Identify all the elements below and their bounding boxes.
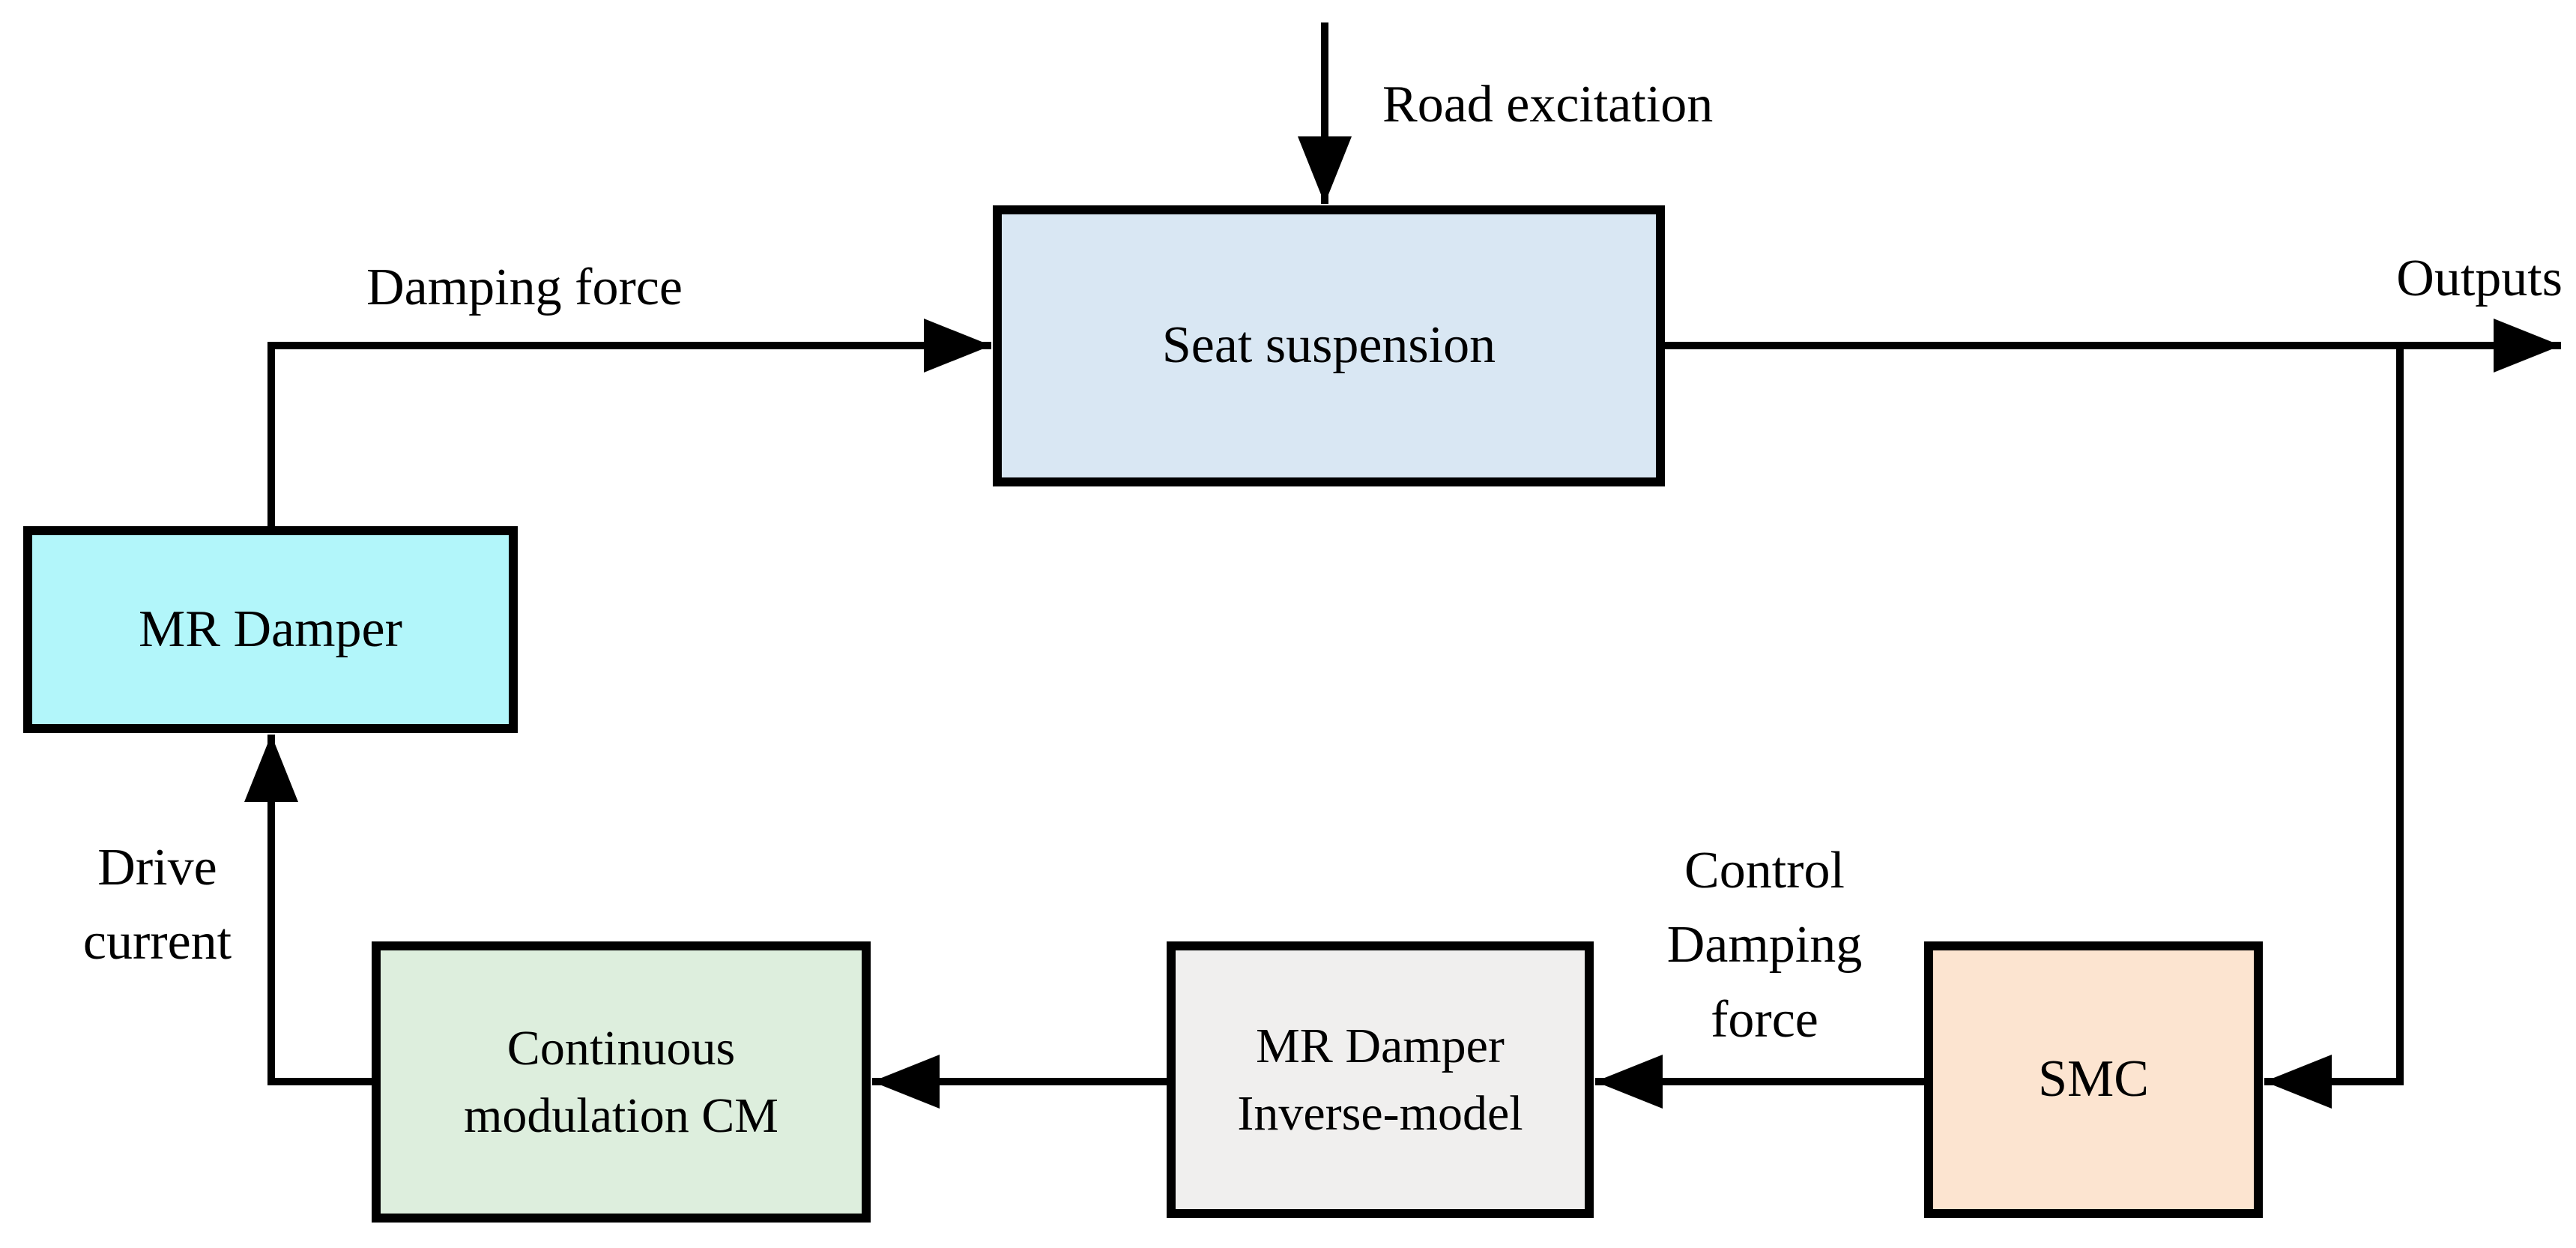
seat-suspension-block: Seat suspension xyxy=(993,205,1665,486)
drive-current-label: Drive current xyxy=(30,831,285,980)
continuous-modulation-label-line1: Continuous xyxy=(507,1021,736,1076)
damping-force-label: Damping force xyxy=(366,259,683,316)
smc-block: SMC xyxy=(1924,941,2263,1218)
continuous-modulation-block: Continuous modulation CM xyxy=(372,941,871,1223)
seat-suspension-label: Seat suspension xyxy=(1161,316,1496,375)
control-damping-force-line1: Control xyxy=(1684,842,1845,899)
control-damping-force-line3: force xyxy=(1711,990,1818,1049)
control-damping-force-line2: Damping xyxy=(1666,916,1863,974)
inverse-model-label-line1: MR Damper xyxy=(1256,1019,1505,1074)
damping-force-arrow xyxy=(267,319,991,526)
smc-label: SMC xyxy=(2038,1050,2149,1109)
mr-damper-block: MR Damper xyxy=(23,526,518,733)
control-damping-force-label: Control Damping force xyxy=(1588,833,1941,1057)
outputs-label: Outputs xyxy=(2396,250,2563,307)
mr-damper-label: MR Damper xyxy=(139,600,402,658)
road-excitation-label: Road excitation xyxy=(1382,76,1714,133)
inverse-model-block: MR Damper Inverse-model xyxy=(1167,941,1594,1218)
continuous-modulation-label-line2: modulation CM xyxy=(464,1088,778,1143)
drive-current-line2: current xyxy=(82,913,232,971)
cm-to-damper-arrow xyxy=(244,735,372,1085)
drive-current-line1: Drive xyxy=(97,839,217,896)
feedback-branch-arrow xyxy=(2264,346,2404,1109)
inverse-model-label-line2: Inverse-model xyxy=(1237,1085,1523,1141)
